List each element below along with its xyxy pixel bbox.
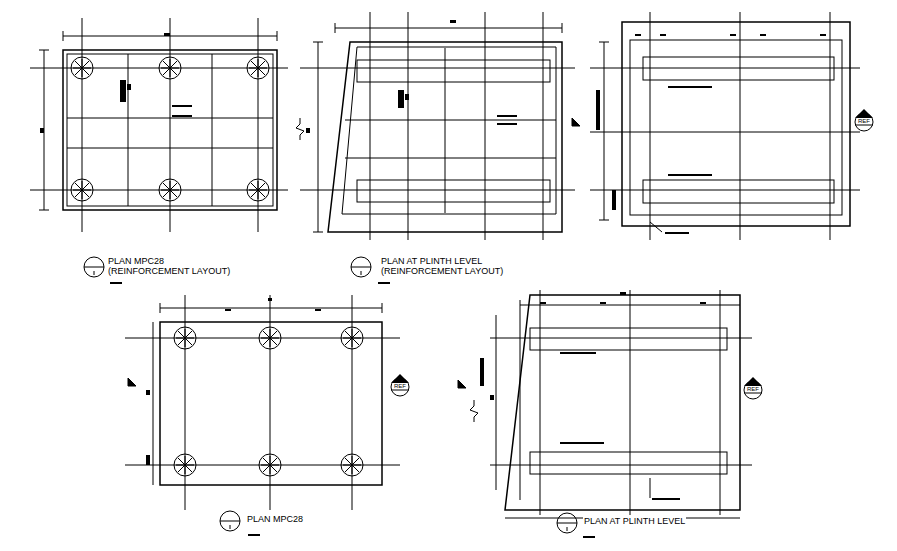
plinth-plan <box>458 290 752 518</box>
plinth-plan-right <box>572 12 860 240</box>
ref-text: REF <box>852 118 876 125</box>
plinth-plan-reinforcement <box>296 12 575 240</box>
ref-text: REF <box>388 383 412 390</box>
view-title: PLAN MPC28 <box>107 256 165 266</box>
ref-text: REF <box>741 386 765 393</box>
view-title: PLAN AT PLINTH LEVEL <box>380 256 483 266</box>
title-markers <box>84 257 595 538</box>
ref-marker: REF <box>741 376 765 400</box>
view-title: PLAN AT PLINTH LEVEL <box>583 516 686 526</box>
view-title: (REINFORCEMENT LAYOUT) <box>380 266 504 276</box>
ref-marker: REF <box>388 373 412 397</box>
view-title: PLAN MPC28 <box>246 514 304 524</box>
ref-marker: REF <box>852 108 876 132</box>
view-title: (REINFORCEMENT LAYOUT) <box>107 266 231 276</box>
plan-mpc28 <box>125 295 400 510</box>
plan-mpc28-reinforcement <box>30 18 288 232</box>
